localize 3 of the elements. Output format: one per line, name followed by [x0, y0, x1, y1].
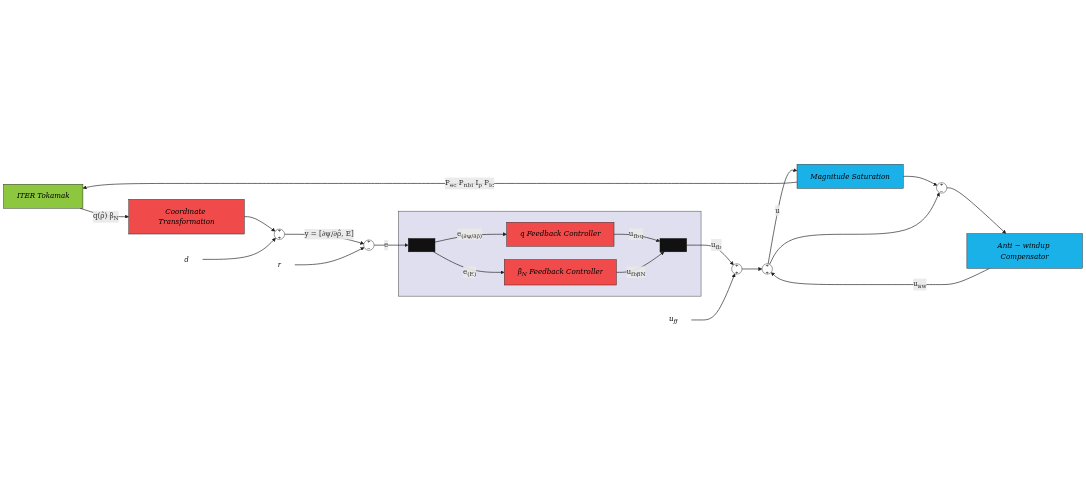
node-bar — [408, 238, 436, 253]
node-bar — [659, 238, 687, 253]
cluster — [398, 210, 702, 297]
